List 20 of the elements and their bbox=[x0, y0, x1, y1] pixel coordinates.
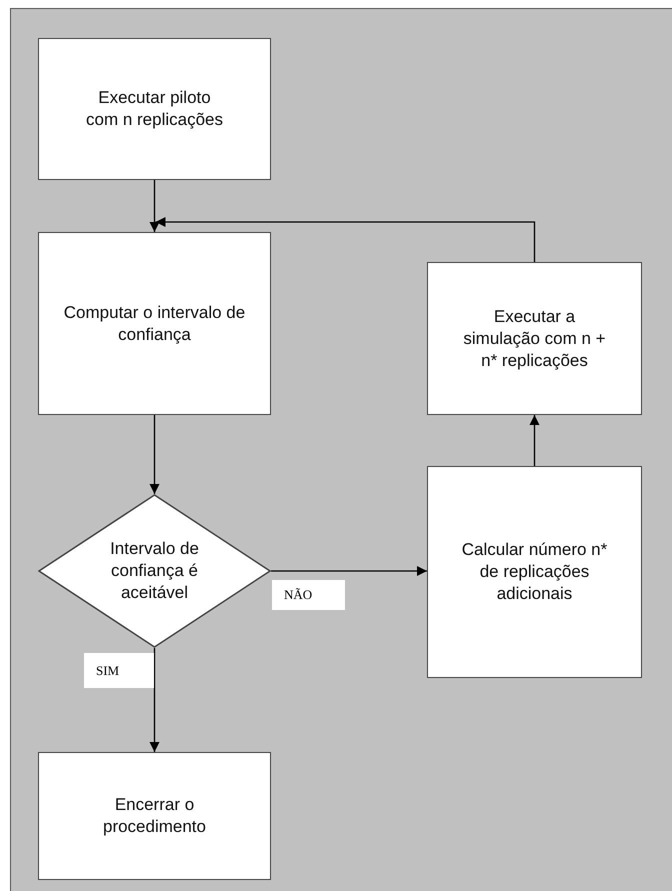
process-box bbox=[38, 232, 271, 415]
node-text: Executar piloto com n replicações bbox=[84, 87, 224, 131]
process-box bbox=[38, 38, 271, 180]
process-box bbox=[38, 752, 271, 880]
edge-label: NÃO bbox=[272, 580, 345, 610]
process-box bbox=[427, 262, 642, 415]
arrow bbox=[156, 217, 536, 262]
node-text: Encerrar o procedimento bbox=[102, 794, 207, 838]
arrow bbox=[150, 180, 160, 232]
arrow bbox=[271, 566, 427, 576]
decision-diamond bbox=[38, 494, 271, 648]
node-text: Executar a simulação com n + n* replicações bbox=[462, 306, 607, 372]
arrow bbox=[150, 415, 160, 494]
node-text: Computar o intervalo de confiança bbox=[62, 302, 246, 346]
edge-label: SIM bbox=[84, 653, 154, 688]
node-text: Calcular número n* de replicações adicionais bbox=[460, 539, 608, 605]
arrow bbox=[150, 648, 160, 752]
process-box bbox=[427, 466, 642, 678]
arrow bbox=[530, 415, 540, 466]
node-text: Intervalo de confiança é aceitável bbox=[109, 538, 200, 604]
